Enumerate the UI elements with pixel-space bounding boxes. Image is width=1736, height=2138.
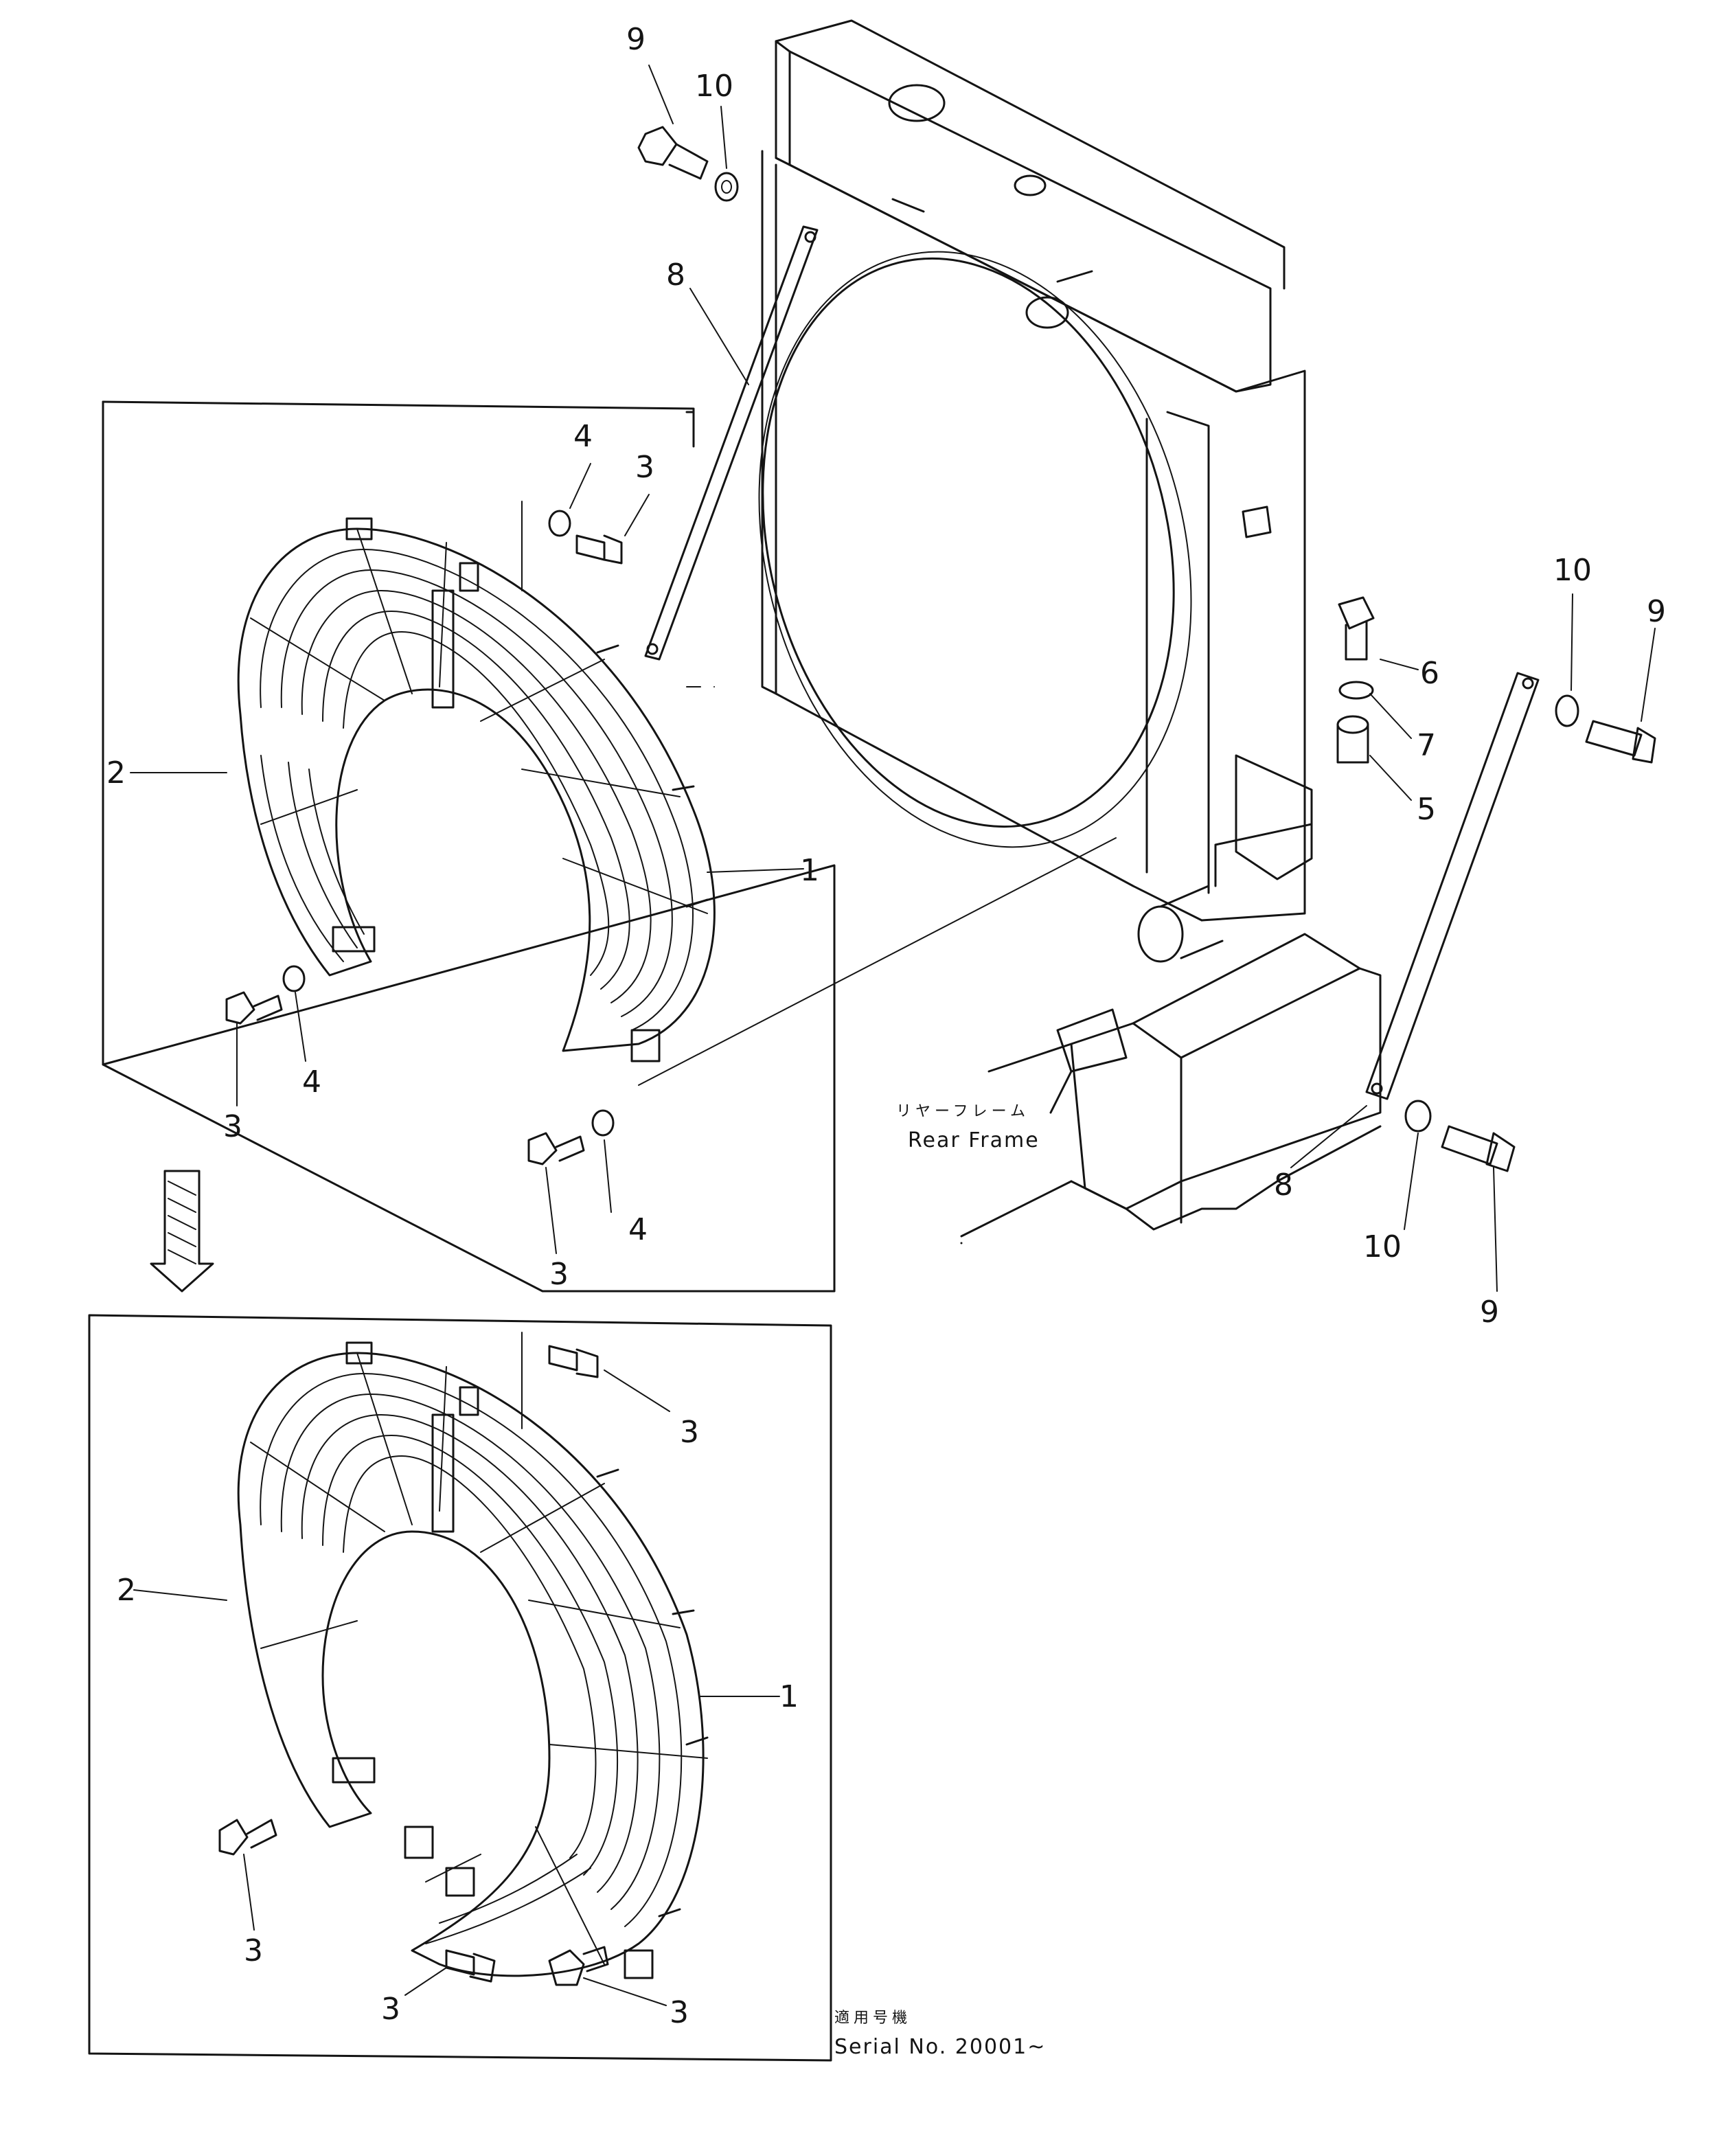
washer-4-upper-right xyxy=(548,510,571,537)
callout-4-mid: 4 xyxy=(628,1212,648,1247)
bolt-3-lower-mid xyxy=(527,1132,585,1165)
callout-4-upper: 4 xyxy=(573,419,593,454)
callout-1-lower: 1 xyxy=(779,1679,799,1714)
rear-frame-label-jp: リヤーフレーム xyxy=(896,1103,1029,1120)
radiator xyxy=(758,19,1313,963)
callout-3-upper: 3 xyxy=(635,450,654,485)
callout-7: 7 xyxy=(1417,728,1436,763)
bolt-3-lower-bottom-left xyxy=(445,1949,496,1983)
washer-7 xyxy=(1338,681,1374,700)
lower-guard-panel xyxy=(88,1314,832,2062)
callout-8-bottom: 8 xyxy=(1274,1168,1293,1203)
washer-10-bottom xyxy=(1404,1100,1432,1133)
callout-9-right: 9 xyxy=(1647,594,1666,629)
rear-frame xyxy=(960,933,1382,1244)
callout-labels: 9 10 8 4 3 10 9 6 7 5 2 1 3 4 4 3 8 10 9… xyxy=(106,22,1666,2030)
callout-3-left-upper: 3 xyxy=(223,1109,242,1144)
callout-3-mid: 3 xyxy=(549,1257,569,1292)
fan-guard-upper xyxy=(237,517,716,1062)
callout-4-left-upper: 4 xyxy=(302,1065,321,1100)
fan-guard-lower xyxy=(237,1332,709,1979)
bolt-3-lower-left2 xyxy=(218,1819,277,1856)
callout-3-lower-top: 3 xyxy=(680,1415,699,1450)
bolt-6 xyxy=(1338,596,1375,661)
serial-label: 適用号機 Serial No. 20001~ xyxy=(834,2010,1046,2059)
callout-3-lower-bottom-left: 3 xyxy=(381,1992,400,2027)
bolt-3-upper-right xyxy=(575,534,623,565)
callout-2-lower: 2 xyxy=(117,1573,136,1608)
washer-10-top xyxy=(714,172,739,202)
down-arrow-icon xyxy=(150,1170,214,1293)
bolt-3-lower-left xyxy=(225,991,283,1025)
callout-1-upper: 1 xyxy=(800,853,819,888)
bolt-9-bottom xyxy=(1441,1125,1516,1172)
callout-6: 6 xyxy=(1420,656,1439,691)
rear-frame-label: リヤーフレーム Rear Frame xyxy=(896,1103,1040,1152)
callout-9-bottom: 9 xyxy=(1480,1295,1499,1330)
rear-frame-label-en: Rear Frame xyxy=(908,1128,1040,1152)
callout-2-upper: 2 xyxy=(106,755,126,791)
stay-right xyxy=(1365,672,1540,1100)
leader-lines xyxy=(130,65,1656,2006)
bolt-9-right xyxy=(1585,720,1656,764)
bolt-3-lower-top xyxy=(548,1345,599,1378)
callout-10-bottom: 10 xyxy=(1363,1229,1402,1264)
serial-label-jp: 適用号機 xyxy=(834,2010,911,2027)
serial-label-en: Serial No. 20001~ xyxy=(834,2035,1046,2059)
callout-8-top: 8 xyxy=(666,258,685,293)
callout-10-top: 10 xyxy=(695,69,733,104)
callout-3-lower-bottom-right: 3 xyxy=(670,1995,689,2030)
upper-guard-panel xyxy=(102,400,1117,1293)
callout-9-top: 9 xyxy=(626,22,646,57)
washer-10-right xyxy=(1555,694,1579,727)
callout-10-right: 10 xyxy=(1553,553,1592,588)
bolt-9-top xyxy=(637,126,709,180)
stay-left xyxy=(644,225,819,661)
washer-4-lower-mid xyxy=(591,1109,615,1137)
callout-5: 5 xyxy=(1417,792,1436,827)
washer-4-lower-left xyxy=(282,965,306,992)
callout-3-lower-left: 3 xyxy=(244,1933,263,1968)
bolt-3-lower-bottom-right xyxy=(548,1946,609,1986)
collar-5 xyxy=(1336,715,1369,764)
